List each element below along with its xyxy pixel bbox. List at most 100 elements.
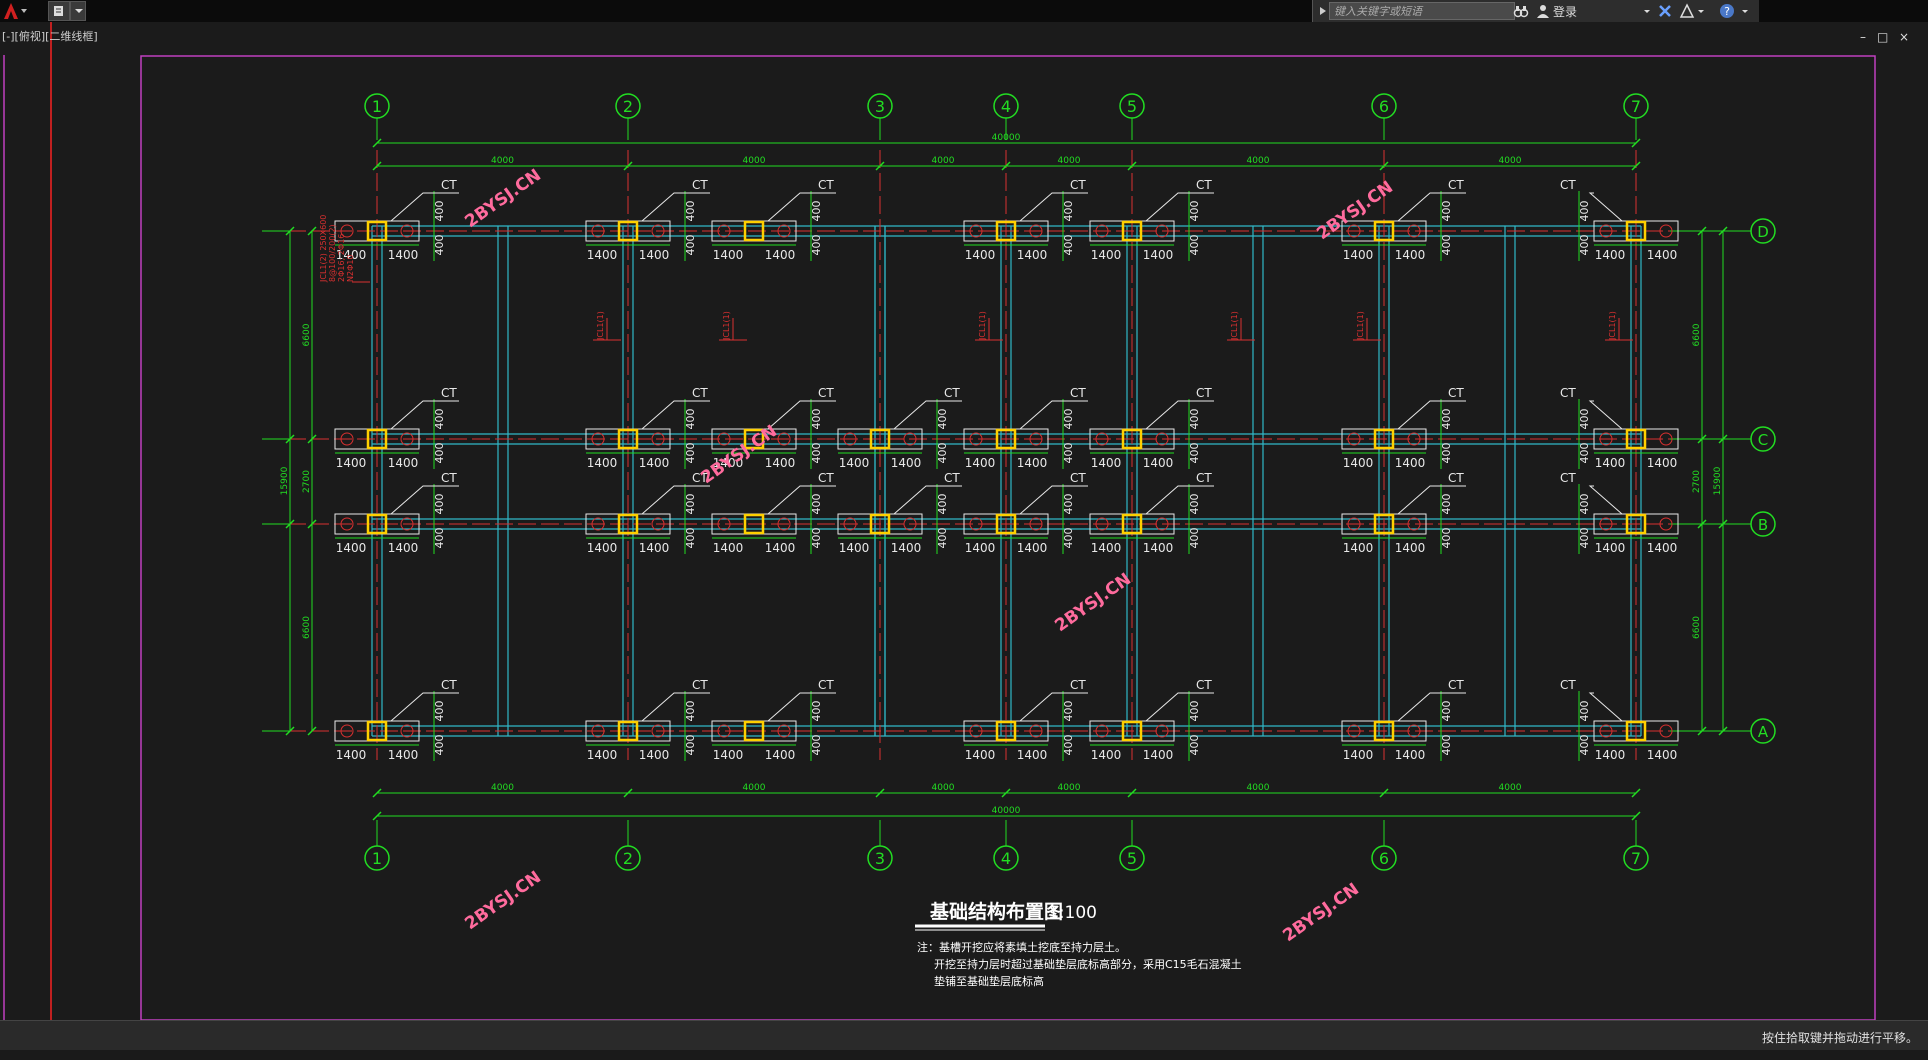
quick-access-dropdown[interactable] [70, 1, 86, 21]
beam-label: 8@100/200(2) [328, 224, 337, 282]
ped-dim-label: 400 [1440, 235, 1453, 256]
pad-dim-label: 1400 [388, 748, 419, 762]
callout-leader [1145, 400, 1214, 430]
beam-label: JCL1(1) [722, 311, 731, 341]
axis-number: 7 [1631, 97, 1641, 116]
footing-label: CT [1070, 386, 1086, 400]
status-bar: 按住拾取键并拖动进行平移。 [0, 1020, 1928, 1051]
dimension-tick [1127, 161, 1137, 171]
autocad-logo-icon[interactable] [2, 1, 28, 21]
pile-circle [340, 224, 354, 238]
help-icon[interactable]: ? [1719, 3, 1735, 19]
pad-dim-label: 1400 [336, 456, 367, 470]
callout-leader [641, 485, 710, 515]
footing-label: CT [441, 386, 457, 400]
footing-label: CT [1196, 678, 1212, 692]
viewport-controls[interactable]: [-][俯视][二维线框] [2, 30, 98, 43]
ped-dim-label: 400 [433, 528, 446, 549]
pad-dim-label: 1400 [1343, 748, 1374, 762]
pad-dim-label: 1400 [891, 456, 922, 470]
ped-dim-label: 400 [810, 235, 823, 256]
dimension-label: 4000 [1247, 156, 1270, 166]
pad-dim-label: 1400 [336, 541, 367, 555]
ped-dim-label: 400 [1188, 735, 1201, 756]
callout-leader [641, 400, 710, 430]
dimension-tick [372, 161, 382, 171]
minimize-button[interactable]: – [1860, 30, 1866, 44]
axis-letter: B [1758, 516, 1768, 534]
dimension-tick [307, 226, 317, 236]
ped-dim-label: 400 [1578, 494, 1591, 515]
pile-circle [969, 432, 983, 446]
restore-button[interactable]: □ [1877, 30, 1889, 44]
close-button[interactable]: × [1899, 30, 1910, 44]
binoculars-icon[interactable] [1513, 3, 1529, 19]
pad-dim-label: 1400 [388, 541, 419, 555]
quick-access-button[interactable] [48, 1, 70, 21]
chevron-down-icon[interactable] [1737, 3, 1753, 19]
footing-label: CT [1196, 471, 1212, 485]
title-bar: 登录 ? [0, 0, 1928, 22]
ped-dim-label: 400 [1188, 201, 1201, 222]
ped-dim-label: 400 [684, 735, 697, 756]
axis-number: 5 [1127, 97, 1137, 116]
ped-dim-label: 400 [1062, 409, 1075, 430]
svg-text:?: ? [1724, 5, 1730, 18]
dimension-label: 2700 [1692, 470, 1702, 493]
pile-circle [903, 432, 917, 446]
ped-dim-label: 400 [936, 494, 949, 515]
pad-dim-label: 1400 [1091, 456, 1122, 470]
pile-circle [717, 724, 731, 738]
dimension-tick [307, 519, 317, 529]
ped-dim-label: 400 [810, 443, 823, 464]
dimension-label: 6600 [302, 323, 312, 346]
login-button[interactable]: 登录 [1553, 5, 1578, 19]
search-input[interactable] [1329, 2, 1515, 20]
pad-dim-label: 1400 [388, 456, 419, 470]
callout-leader [893, 400, 962, 430]
dimension-label: 4000 [491, 156, 514, 166]
dimension-label: 15900 [280, 466, 290, 495]
pad-dim-label: 1400 [639, 248, 670, 262]
dimension-tick [1697, 434, 1707, 444]
pad-dim-label: 1400 [713, 748, 744, 762]
a360-icon[interactable] [1679, 3, 1695, 19]
pile-circle [969, 724, 983, 738]
dimension-label: 4000 [1247, 783, 1270, 793]
column-square [1121, 513, 1143, 535]
ped-dim-label: 400 [433, 735, 446, 756]
dimension-tick [1631, 138, 1641, 148]
column-square [995, 220, 1017, 242]
pile-circle [340, 517, 354, 531]
ped-dim-label: 400 [810, 201, 823, 222]
ped-dim-label: 400 [810, 735, 823, 756]
chevron-down-icon[interactable] [1693, 3, 1709, 19]
exchange-icon[interactable] [1657, 3, 1673, 19]
pad-dim-label: 1400 [1595, 541, 1626, 555]
axis-letter: D [1757, 223, 1769, 241]
pad-dim-label: 1400 [1091, 248, 1122, 262]
expand-arrow-icon[interactable] [1315, 3, 1331, 19]
callout-leader [1145, 192, 1214, 222]
beam-label: N2Φ10 [346, 254, 355, 282]
pad-dim-label: 1400 [388, 248, 419, 262]
footing-label: CT [692, 178, 708, 192]
user-icon[interactable] [1535, 3, 1551, 19]
footing-label: CT [1560, 678, 1576, 692]
pile-circle [717, 224, 731, 238]
note-line-2: 开挖至持力层时超过基础垫层底标高部分，采用C15毛石混凝土 [934, 957, 1242, 971]
callout-leader [1019, 192, 1088, 222]
note-line-1: 注：基槽开挖应将素填土挖底至持力层土。 [917, 940, 1126, 954]
ped-dim-label: 400 [810, 528, 823, 549]
pile-circle [777, 724, 791, 738]
chevron-down-icon[interactable] [1639, 3, 1655, 19]
pad-dim-label: 1400 [639, 456, 670, 470]
dimension-label: 6600 [1692, 616, 1702, 639]
